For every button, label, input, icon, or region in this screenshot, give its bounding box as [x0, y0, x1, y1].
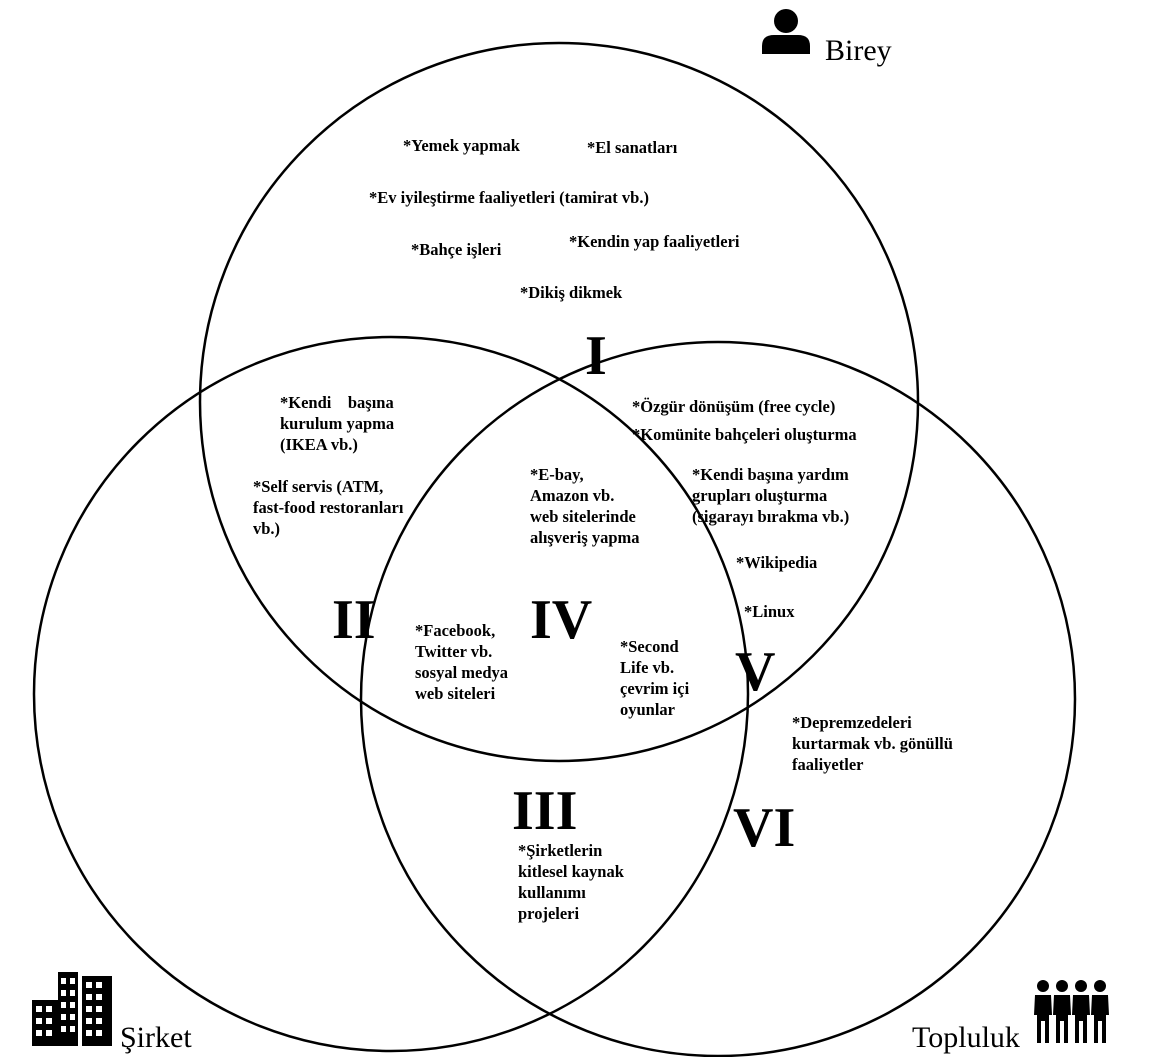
item-sirketlerin-kitlesel: *Şirketlerin kitlesel kaynak kullanımı p…: [518, 841, 624, 923]
people-group-icon: [1034, 980, 1109, 1043]
item-ev-iyilestirme: *Ev iyileştirme faaliyetleri (tamirat vb…: [369, 188, 649, 207]
item-bahce-isleri: *Bahçe işleri: [411, 240, 502, 259]
region-label-V: V: [735, 641, 776, 703]
item-self-servis: *Self servis (ATM, fast-food restoranlar…: [253, 477, 404, 538]
buildings-icon: [32, 972, 112, 1046]
region-label-III: III: [512, 780, 578, 842]
item-ebay-amazon: *E-bay, Amazon vb. web sitelerinde alışv…: [530, 465, 640, 547]
item-kendi-basina-kurulum: *Kendi başına kurulum yapma (IKEA vb.): [280, 393, 395, 454]
item-ozgur-donusum: *Özgür dönüşüm (free cycle): [632, 397, 836, 416]
set-label-individual: Birey: [825, 34, 892, 67]
item-linux: *Linux: [744, 602, 795, 621]
item-facebook-twitter: *Facebook, Twitter vb. sosyal medya web …: [415, 621, 509, 703]
community-circle: [359, 340, 1077, 1057]
company-circle: [32, 335, 750, 1053]
item-kendi-basina-yardim: *Kendi başına yardım grupları oluşturma …: [692, 465, 850, 526]
item-komunite-bahceleri: *Komünite bahçeleri oluşturma: [632, 425, 857, 444]
region-label-II: II: [332, 589, 376, 651]
set-label-community: Topluluk: [912, 1021, 1020, 1054]
item-el-sanatlari: *El sanatları: [587, 138, 678, 157]
item-depremzedeleri: *Depremzedeleri kurtarmak vb. gönüllü fa…: [792, 713, 953, 774]
item-kendin-yap: *Kendin yap faaliyetleri: [569, 232, 740, 251]
person-icon: [762, 9, 810, 54]
item-second-life: *Second Life vb. çevrim içi oyunlar: [620, 637, 690, 719]
region-label-I: I: [585, 325, 607, 387]
region-label-VI: VI: [733, 797, 796, 859]
set-label-company: Şirket: [120, 1021, 192, 1054]
item-yemek-yapmak: *Yemek yapmak: [403, 136, 520, 155]
item-wikipedia: *Wikipedia: [736, 553, 818, 572]
region-label-IV: IV: [530, 589, 593, 651]
item-dikis-dikmek: *Dikiş dikmek: [520, 283, 623, 302]
